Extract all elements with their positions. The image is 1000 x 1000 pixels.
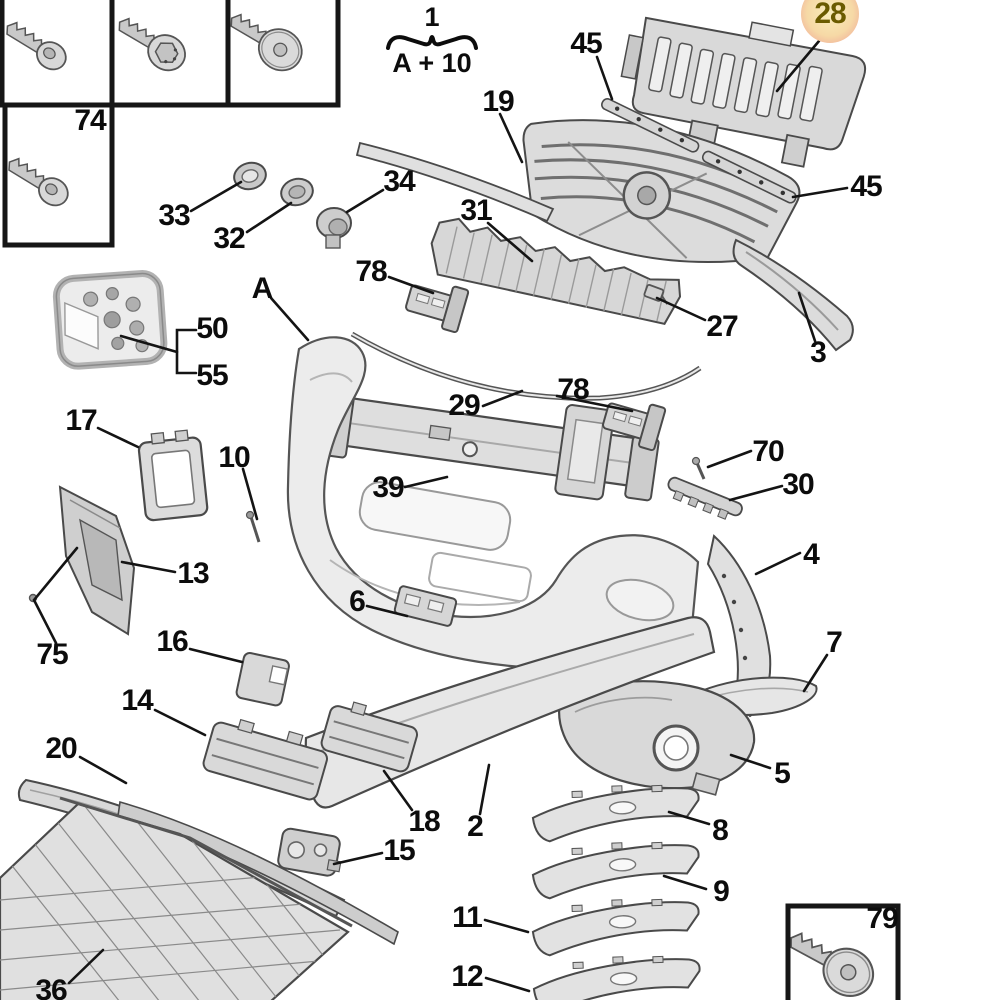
part-strip-45-left <box>601 98 700 153</box>
part-bracket-6 <box>393 585 458 627</box>
part-clip-32 <box>280 177 314 207</box>
callout-27[interactable]: 27 <box>706 310 738 343</box>
callout-6[interactable]: 6 <box>349 585 366 618</box>
part-strip-11 <box>530 896 701 957</box>
callout-50[interactable]: 50 <box>196 312 228 345</box>
part-screw-70 <box>691 456 706 480</box>
callout-30[interactable]: 30 <box>782 468 814 501</box>
brace-glyph <box>386 35 478 50</box>
callout-3[interactable]: 3 <box>810 336 827 369</box>
part-clip-33 <box>233 161 267 191</box>
callout-15[interactable]: 15 <box>383 834 415 867</box>
callout-7[interactable]: 7 <box>826 626 843 659</box>
callout-12[interactable]: 12 <box>451 960 483 993</box>
callout-20[interactable]: 20 <box>45 732 77 765</box>
part-trim-blade-19 <box>355 141 555 223</box>
part-front-grille <box>522 119 801 263</box>
callout-17[interactable]: 17 <box>65 404 97 437</box>
callout-39[interactable]: 39 <box>372 471 404 504</box>
part-bracket-78-left <box>401 274 470 334</box>
part-pad-16 <box>235 652 290 707</box>
callout-5[interactable]: 5 <box>774 757 791 790</box>
part-rod-29 <box>350 331 702 401</box>
callout-13[interactable]: 13 <box>177 557 209 590</box>
reference-boxes <box>0 0 901 1000</box>
callout-75[interactable]: 75 <box>36 638 68 671</box>
callout-31[interactable]: 31 <box>460 194 492 227</box>
callout-55[interactable]: 55 <box>196 359 228 392</box>
callout-18[interactable]: 18 <box>408 805 440 838</box>
part-grommet-34 <box>316 207 352 249</box>
callout-70[interactable]: 70 <box>752 435 784 468</box>
callout-4[interactable]: 4 <box>803 538 820 571</box>
part-lower-grille-36 <box>0 796 353 1000</box>
callout-45-right[interactable]: 45 <box>850 170 882 203</box>
part-pin-10 <box>245 510 261 543</box>
callout-29[interactable]: 29 <box>448 389 480 422</box>
callout-14[interactable]: 14 <box>121 684 153 717</box>
part-foglamp-support-5 <box>558 680 756 796</box>
callout-9[interactable]: 9 <box>713 875 730 908</box>
callout-45-left[interactable]: 45 <box>570 27 602 60</box>
leader-lines <box>32 39 849 993</box>
screw-box-1 <box>0 15 72 76</box>
part-strip-45-right <box>701 150 797 204</box>
part-frame-17 <box>137 429 209 522</box>
assembly-note-formula: A + 10 <box>392 48 472 78</box>
part-strip-9 <box>530 839 701 900</box>
part-bumper-cover-A <box>286 336 700 670</box>
part-strip-12 <box>531 953 702 1000</box>
part-hardware-bag-50-55 <box>52 270 168 370</box>
callout-34[interactable]: 34 <box>383 165 415 198</box>
callout-28-highlighted[interactable]: 28 <box>801 0 859 43</box>
callout-36[interactable]: 36 <box>35 974 67 1000</box>
callout-74[interactable]: 74 <box>74 104 106 137</box>
part-slat-14 <box>202 718 328 801</box>
callout-A[interactable]: A <box>251 272 274 305</box>
screw-box-74 <box>0 151 74 212</box>
callout-32[interactable]: 32 <box>213 222 245 255</box>
part-absorber-31 <box>430 217 682 325</box>
part-bracket-15 <box>277 827 342 877</box>
part-slat-18 <box>320 701 419 773</box>
callout-78-right[interactable]: 78 <box>557 373 589 406</box>
callout-19[interactable]: 19 <box>482 85 514 118</box>
part-clip-27 <box>643 284 669 305</box>
callout-2[interactable]: 2 <box>467 810 484 843</box>
callout-10[interactable]: 10 <box>218 441 250 474</box>
callout-11[interactable]: 11 <box>452 901 483 934</box>
callout-79[interactable]: 79 <box>866 902 898 935</box>
callout-8[interactable]: 8 <box>712 814 729 847</box>
part-duct-13 <box>58 485 136 636</box>
part-grille-trim-3 <box>732 238 854 352</box>
callout-78-left[interactable]: 78 <box>355 255 387 288</box>
callout-16[interactable]: 16 <box>156 625 188 658</box>
callout-33[interactable]: 33 <box>158 199 190 232</box>
assembly-note: 1 A + 10 <box>384 4 480 77</box>
screw-box-2 <box>109 7 193 79</box>
part-rail-30 <box>667 476 743 520</box>
screw-box-3 <box>219 1 311 80</box>
assembly-note-number: 1 <box>424 2 440 32</box>
